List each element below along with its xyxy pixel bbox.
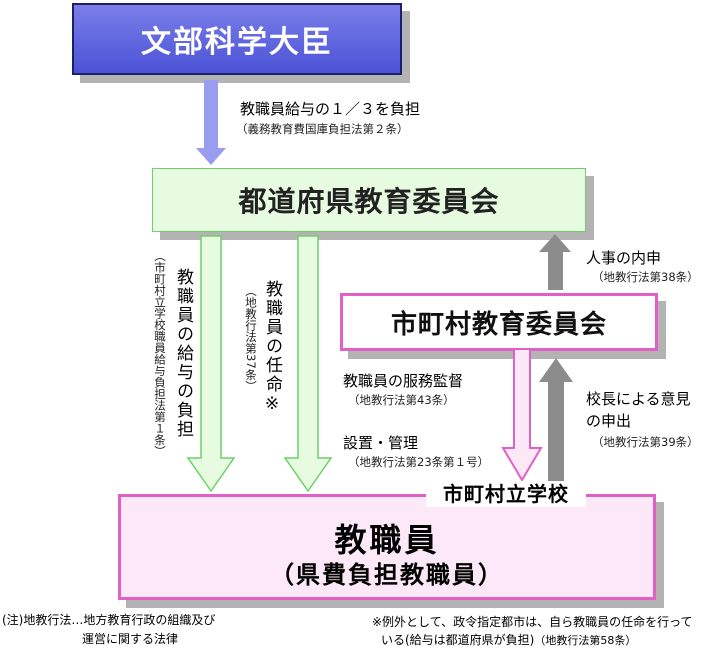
municipal-board-box: 市町村教育委員会 <box>340 293 658 351</box>
school-label: 市町村立学校 <box>426 481 586 507</box>
footnote-left-line1: (注)地教行法…地方教育行政の組織及び <box>2 613 216 627</box>
gray-arrow-personnel-request <box>539 234 571 290</box>
prefecture-board-title: 都道府県教育委員会 <box>238 185 500 218</box>
minister-title: 文部科学大臣 <box>141 25 333 60</box>
appointment-label: 教職員の任命※ <box>262 280 282 416</box>
establishment-law: （地教行法第23条第１号） <box>348 455 490 469</box>
principal-opinion-law: （地教行法第39条） <box>592 435 699 449</box>
salary-burden-law: （市町村立学校職員給与負担法第１条） <box>153 250 167 457</box>
green-arrow-appointment <box>283 235 333 493</box>
service-supervision-label: 教職員の服務監督 <box>343 372 464 390</box>
principal-opinion-line1: 校長による意見 <box>586 390 691 408</box>
footnote-right-line2: いる(給与は都道府県が負担)（地教行法第58条） <box>381 631 636 648</box>
blue-arrow-minister-to-prefecture <box>196 80 226 165</box>
personnel-request-label: 人事の内申 <box>586 249 662 267</box>
minister-box: 文部科学大臣 <box>72 3 402 75</box>
establishment-label: 設置・管理 <box>343 434 419 452</box>
gray-arrow-principal-opinion <box>539 358 573 484</box>
service-supervision-law: （地教行法第43条） <box>348 393 455 407</box>
footnote-right-law: （地教行法第58条） <box>534 634 637 647</box>
salary-burden-label: 教職員の給与の負担 <box>173 268 193 439</box>
personnel-request-law: （地教行法第38条） <box>592 270 699 284</box>
staff-subtitle: （県費負担教職員） <box>270 561 504 589</box>
principal-opinion-line2: の申出 <box>586 412 632 430</box>
footnote-right-line1: ※例外として、政令指定都市は、自ら教職員の任命を行って <box>372 615 693 629</box>
salary-share-law: （義務教育費国庫負担法第２条） <box>236 122 409 136</box>
footnote-left-line2: 運営に関する法律 <box>82 632 179 646</box>
municipal-board-title: 市町村教育委員会 <box>390 309 607 340</box>
staff-title: 教職員 <box>334 521 440 559</box>
pink-arrow-supervision <box>501 348 543 482</box>
appointment-law: （地教行法第37条） <box>244 285 258 392</box>
footnote-right-text: いる(給与は都道府県が負担) <box>381 633 535 647</box>
prefecture-board-box: 都道府県教育委員会 <box>152 168 586 232</box>
green-arrow-salary-burden <box>186 235 236 493</box>
staff-box: 教職員 （県費負担教職員） <box>118 494 656 600</box>
salary-share-label: 教職員給与の１／３を負担 <box>240 100 421 118</box>
